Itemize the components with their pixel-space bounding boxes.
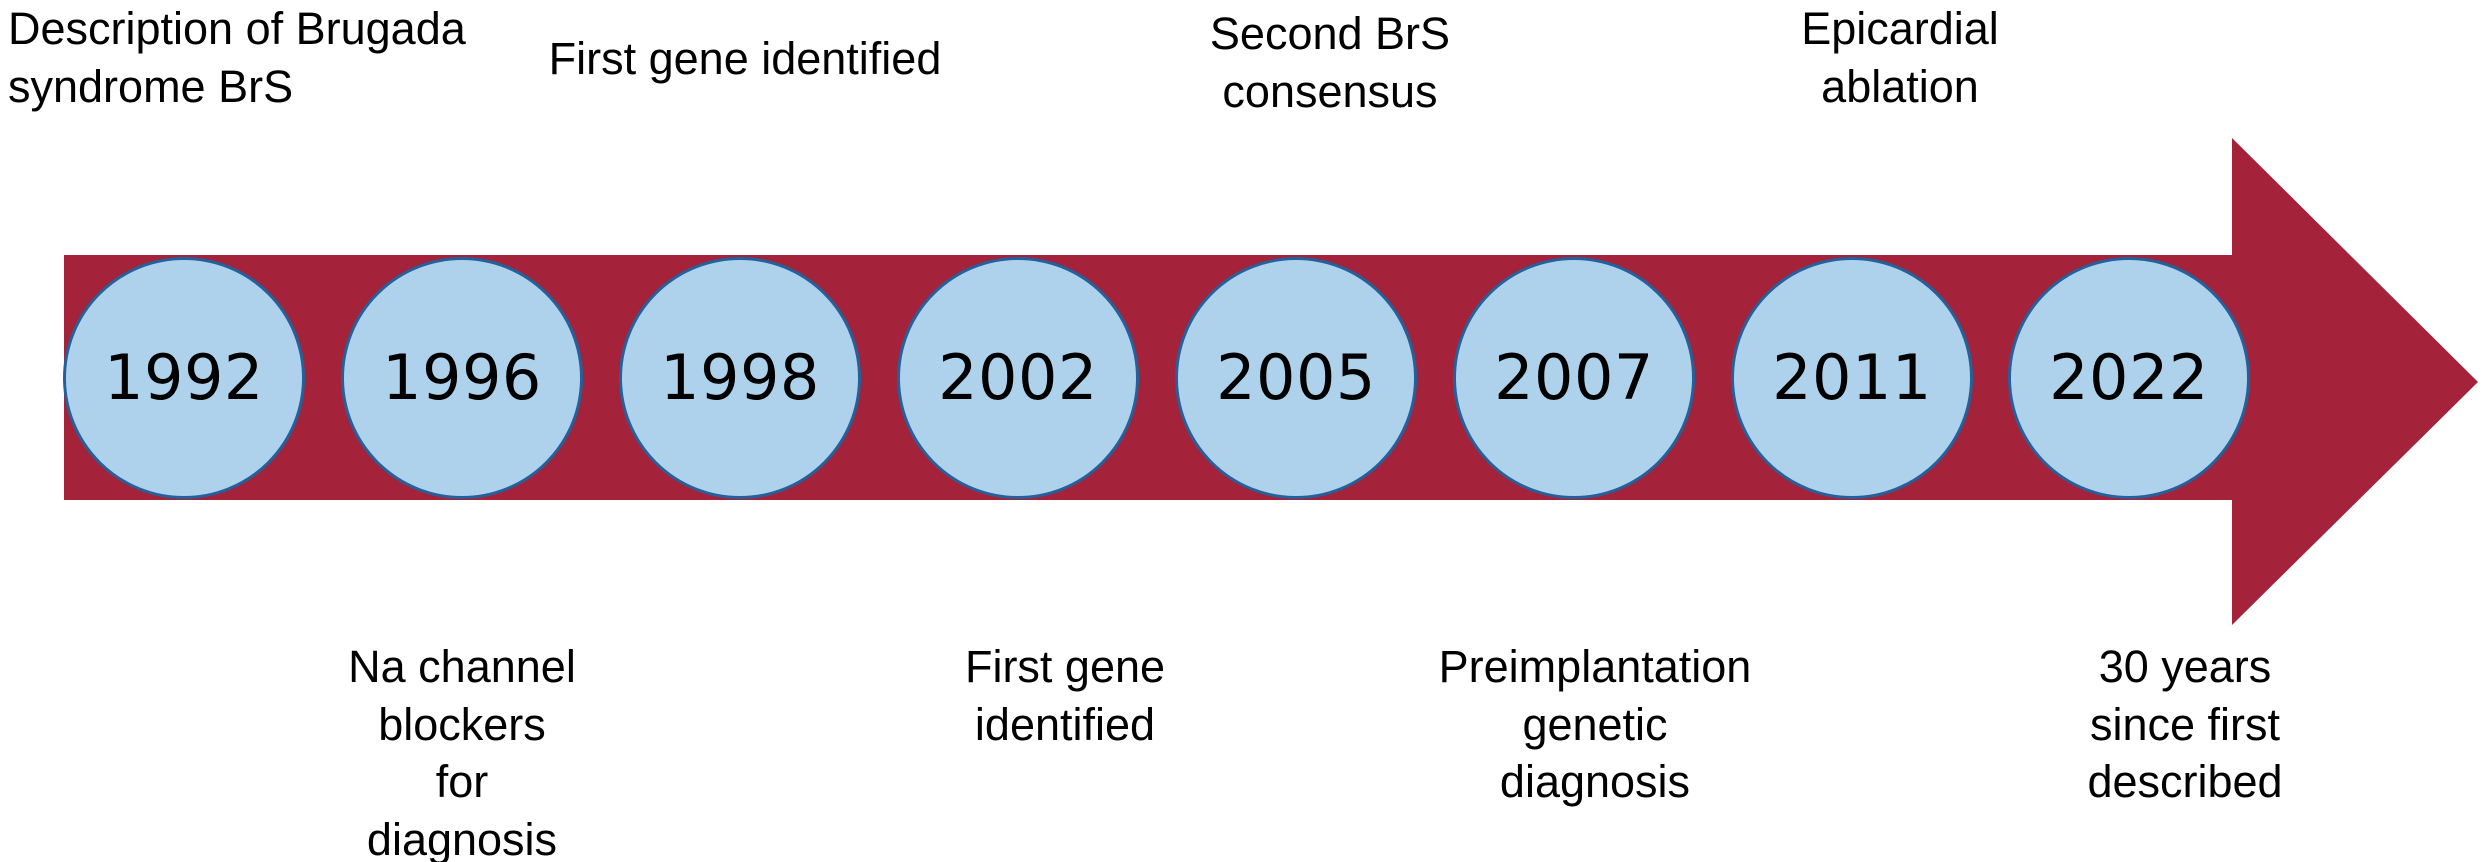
event-caption-below-4: 30 years since first described — [2087, 641, 2283, 808]
event-caption-below-3: Preimplantation genetic diagnosis — [1438, 641, 1752, 808]
event-caption-below-1: Na channel blockers for diagnosis — [348, 641, 576, 862]
timeline-year-label: 1998 — [660, 340, 820, 414]
timeline-year-label: 2011 — [1772, 340, 1932, 414]
event-caption-above-4: Epicardial ablation — [1801, 3, 1999, 112]
timeline-node-2022[interactable]: 2022 — [2008, 256, 2250, 499]
timeline-node-1996[interactable]: 1996 — [341, 256, 583, 499]
event-caption-above-2: First gene identified — [548, 33, 942, 84]
timeline-node-2011[interactable]: 2011 — [1731, 256, 1973, 499]
event-caption-below-2: First gene identified — [964, 641, 1166, 750]
timeline-node-2005[interactable]: 2005 — [1175, 256, 1417, 499]
timeline-node-1998[interactable]: 1998 — [619, 256, 861, 499]
timeline-node-1992[interactable]: 1992 — [63, 256, 305, 499]
event-caption-above-3: Second BrS consensus — [1209, 8, 1451, 117]
timeline-year-label: 1996 — [382, 340, 542, 414]
timeline-year-label: 2007 — [1494, 340, 1654, 414]
timeline-year-label: 2022 — [2049, 340, 2209, 414]
timeline-year-label: 1992 — [104, 340, 264, 414]
timeline-year-label: 2002 — [938, 340, 1098, 414]
timeline-node-2007[interactable]: 2007 — [1453, 256, 1695, 499]
timeline-node-2002[interactable]: 2002 — [897, 256, 1139, 499]
event-caption-above-1: Description of Brugada syndrome BrS — [8, 3, 466, 112]
timeline-year-label: 2005 — [1216, 340, 1376, 414]
